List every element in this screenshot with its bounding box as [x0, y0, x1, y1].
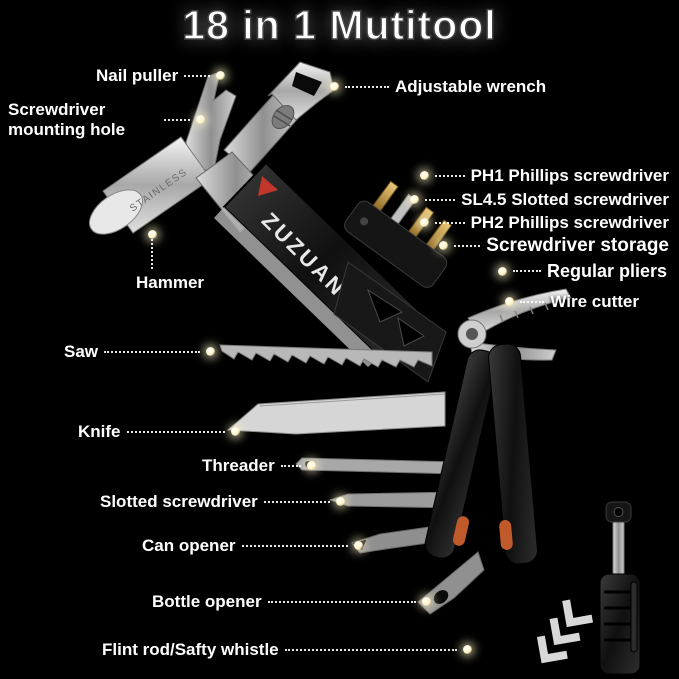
callout-ph1-screwdriver: PH1 Phillips screwdriver [419, 166, 669, 186]
leader-dot [330, 82, 339, 92]
hammer-head-art: STAINLESS [89, 136, 212, 235]
leader-dot [230, 427, 240, 437]
callout-can-opener: Can opener [142, 536, 363, 556]
label-ph2-screwdriver: PH2 Phillips screwdriver [470, 213, 669, 232]
callout-wire-cutter: Wire cutter [505, 292, 639, 312]
leader-line [434, 174, 465, 177]
leader-line [345, 85, 389, 88]
leader-dot [419, 218, 429, 228]
label-can-opener: Can opener [142, 536, 236, 555]
callout-knife: Knife [78, 422, 240, 442]
leader-line [284, 648, 457, 651]
leader-line [263, 500, 330, 503]
bottle-opener-art [417, 551, 485, 615]
leader-dot [196, 115, 205, 125]
label-ph1-screwdriver: PH1 Phillips screwdriver [470, 166, 669, 185]
pliers-art [424, 288, 572, 565]
label-saw: Saw [64, 342, 99, 361]
leader-dot [353, 541, 363, 551]
leader-dot [462, 645, 472, 655]
leader-dot [216, 71, 226, 81]
leader-line [520, 300, 545, 303]
label-nail-puller: Nail puller [96, 66, 179, 85]
callout-sl45-screwdriver: SL4.5 Slotted screwdriver [410, 190, 669, 210]
label-screwdriver-storage: Screwdriver storage [486, 235, 669, 256]
leader-dot [148, 230, 157, 239]
leader-dot [439, 241, 449, 251]
leader-line [280, 464, 301, 467]
threader-art [295, 457, 459, 475]
label-sl45-screwdriver: SL4.5 Slotted screwdriver [461, 190, 669, 209]
callout-hammer: Hammer [136, 230, 204, 293]
callout-nail-puller: Nail puller [96, 66, 226, 86]
callout-screwdriver-storage: Screwdriver storage [439, 235, 669, 257]
red-accent [258, 176, 278, 196]
label-adjustable-wrench: Adjustable wrench [395, 77, 547, 96]
label-hammer: Hammer [136, 273, 205, 292]
adjustable-wrench-art [223, 61, 335, 173]
leader-line [425, 198, 456, 201]
callout-saw: Saw [64, 342, 216, 362]
callout-adjustable-wrench: Adjustable wrench [330, 77, 546, 97]
label-knife: Knife [78, 422, 121, 441]
label-threader: Threader [202, 456, 275, 475]
leader-line [267, 600, 416, 603]
label-slotted-screwdriver: Slotted screwdriver [100, 492, 258, 511]
leader-line [434, 221, 465, 224]
leader-line [241, 544, 348, 547]
label-regular-pliers: Regular pliers [546, 261, 667, 281]
callout-slotted-screwdriver: Slotted screwdriver [100, 492, 345, 512]
leader-dot [419, 171, 429, 181]
leader-dot [206, 347, 216, 357]
leader-dot [505, 297, 515, 307]
leader-line [184, 74, 211, 77]
callout-ph2-screwdriver: PH2 Phillips screwdriver [419, 213, 669, 233]
nail-puller-claw-art [185, 71, 237, 171]
leader-line [164, 118, 190, 121]
leader-dot [306, 461, 316, 471]
leader-dot [421, 597, 431, 607]
callout-regular-pliers: Regular pliers [497, 261, 667, 282]
callout-flint-rod: Flint rod/Safty whistle [102, 640, 472, 660]
page-title: 18 in 1 Mutitool [182, 1, 497, 49]
callout-bottle-opener: Bottle opener [152, 592, 431, 612]
label-screwdriver-mounting-hole: Screwdriver mounting hole [8, 100, 126, 139]
label-bottle-opener: Bottle opener [152, 592, 262, 611]
leader-dot [410, 195, 420, 205]
leader-line [512, 270, 541, 273]
leader-line [454, 244, 481, 247]
leader-line [151, 239, 153, 269]
leader-line [104, 350, 201, 353]
callout-screwdriver-mounting-hole: Screwdriver mounting hole [8, 100, 205, 139]
label-wire-cutter: Wire cutter [550, 292, 639, 311]
leader-dot [497, 266, 507, 276]
saw-blade-art [219, 344, 433, 368]
leader-dot [335, 497, 345, 507]
flint-rod-art [599, 501, 641, 675]
callout-threader: Threader [202, 456, 316, 476]
knife-blade-art [226, 391, 446, 435]
orange-accent [499, 520, 513, 550]
label-flint-rod: Flint rod/Safty whistle [102, 640, 279, 659]
orange-accent [452, 516, 470, 546]
bit-holder-art [344, 180, 453, 288]
leader-line [126, 430, 225, 433]
chevron-down-icons [536, 599, 594, 664]
